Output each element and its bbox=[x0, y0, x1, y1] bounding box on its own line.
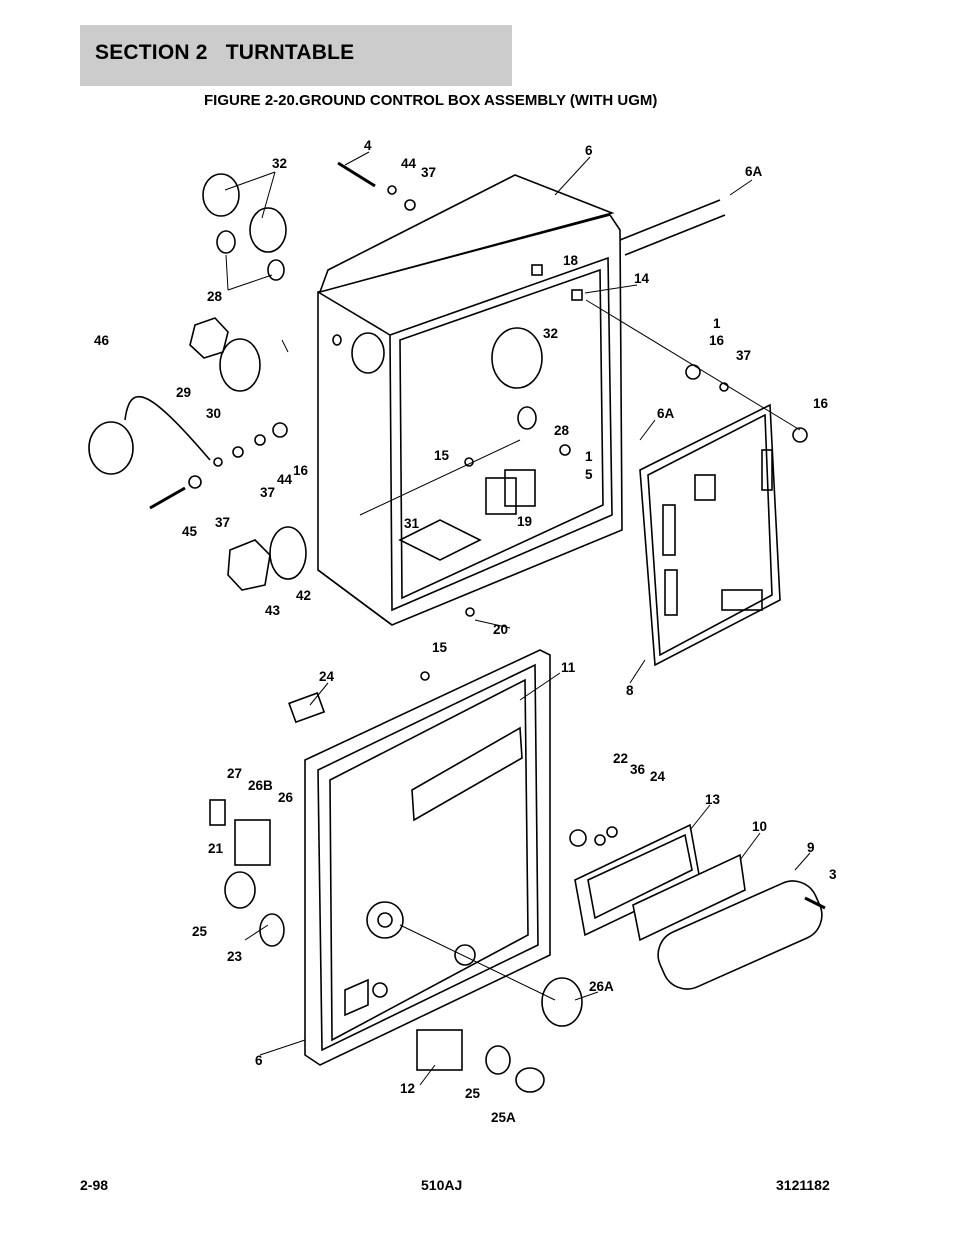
part-callout-22: 22 bbox=[613, 751, 628, 766]
part-callout-44: 44 bbox=[401, 156, 417, 171]
part-callout-1: 1 bbox=[713, 316, 721, 331]
part-callout-25: 25 bbox=[192, 924, 208, 939]
part-callout-32: 32 bbox=[272, 156, 287, 171]
part-callout-16: 16 bbox=[709, 333, 725, 348]
part-callout-23: 23 bbox=[227, 949, 243, 964]
part-callout-6a: 6A bbox=[745, 164, 763, 179]
part-callout-26b: 26B bbox=[248, 778, 273, 793]
part-callout-31: 31 bbox=[404, 516, 420, 531]
part-callout-9: 9 bbox=[807, 840, 815, 855]
part-callout-6a: 6A bbox=[657, 406, 675, 421]
part-callout-10: 10 bbox=[752, 819, 767, 834]
part-callout-11: 11 bbox=[561, 660, 576, 675]
part-callout-45: 45 bbox=[182, 524, 198, 539]
part-callout-16: 16 bbox=[813, 396, 829, 411]
part-callout-24: 24 bbox=[319, 669, 335, 684]
part-callout-46: 46 bbox=[94, 333, 110, 348]
part-callout-21: 21 bbox=[208, 841, 224, 856]
part-callout-37: 37 bbox=[260, 485, 275, 500]
part-callout-20: 20 bbox=[493, 622, 508, 637]
part-callout-25: 25 bbox=[465, 1086, 481, 1101]
part-callout-25a: 25A bbox=[491, 1110, 516, 1125]
part-callout-43: 43 bbox=[265, 603, 281, 618]
part-callout-37: 37 bbox=[421, 165, 436, 180]
part-callout-15: 15 bbox=[432, 640, 448, 655]
front-panel bbox=[304, 649, 551, 1066]
section-header: SECTION 2 TURNTABLE bbox=[80, 25, 512, 86]
part-callout-42: 42 bbox=[296, 588, 311, 603]
ugm-module bbox=[619, 199, 781, 667]
part-callout-6: 6 bbox=[585, 143, 593, 158]
part-callout-6: 6 bbox=[255, 1053, 263, 1068]
part-callout-19: 19 bbox=[517, 514, 532, 529]
leader-lines bbox=[224, 151, 811, 1086]
part-callout-32: 32 bbox=[543, 326, 558, 341]
part-callout-24: 24 bbox=[650, 769, 666, 784]
part-callout-8: 8 bbox=[626, 683, 634, 698]
part-callout-18: 18 bbox=[563, 253, 579, 268]
enclosure-box bbox=[317, 174, 623, 626]
part-callout-1: 1 bbox=[585, 449, 593, 464]
hardware-parts bbox=[88, 161, 826, 1093]
part-callout-13: 13 bbox=[705, 792, 721, 807]
part-callout-27: 27 bbox=[227, 766, 242, 781]
page-number: 2-98 bbox=[80, 1177, 109, 1193]
part-callout-12: 12 bbox=[400, 1081, 415, 1096]
part-callout-37: 37 bbox=[215, 515, 230, 530]
part-callout-29: 29 bbox=[176, 385, 191, 400]
model-number: 510AJ bbox=[421, 1177, 463, 1193]
part-callout-16: 16 bbox=[293, 463, 309, 478]
part-callout-28: 28 bbox=[554, 423, 570, 438]
membrane-switch bbox=[574, 823, 823, 990]
part-callout-44: 44 bbox=[277, 472, 293, 487]
part-callout-36: 36 bbox=[630, 762, 646, 777]
part-callout-4: 4 bbox=[364, 138, 372, 153]
section-title: SECTION 2 TURNTABLE bbox=[95, 41, 355, 64]
part-callout-37: 37 bbox=[736, 348, 751, 363]
part-callout-14: 14 bbox=[634, 271, 650, 286]
part-callout-30: 30 bbox=[206, 406, 221, 421]
part-callout-3: 3 bbox=[829, 867, 837, 882]
part-callout-5: 5 bbox=[585, 467, 593, 482]
part-callout-26a: 26A bbox=[589, 979, 614, 994]
part-callout-26: 26 bbox=[278, 790, 294, 805]
document-number: 3121182 bbox=[776, 1177, 830, 1193]
part-callout-15: 15 bbox=[434, 448, 450, 463]
part-callout-28: 28 bbox=[207, 289, 223, 304]
figure-title: FIGURE 2-20.GROUND CONTROL BOX ASSEMBLY … bbox=[204, 92, 658, 109]
